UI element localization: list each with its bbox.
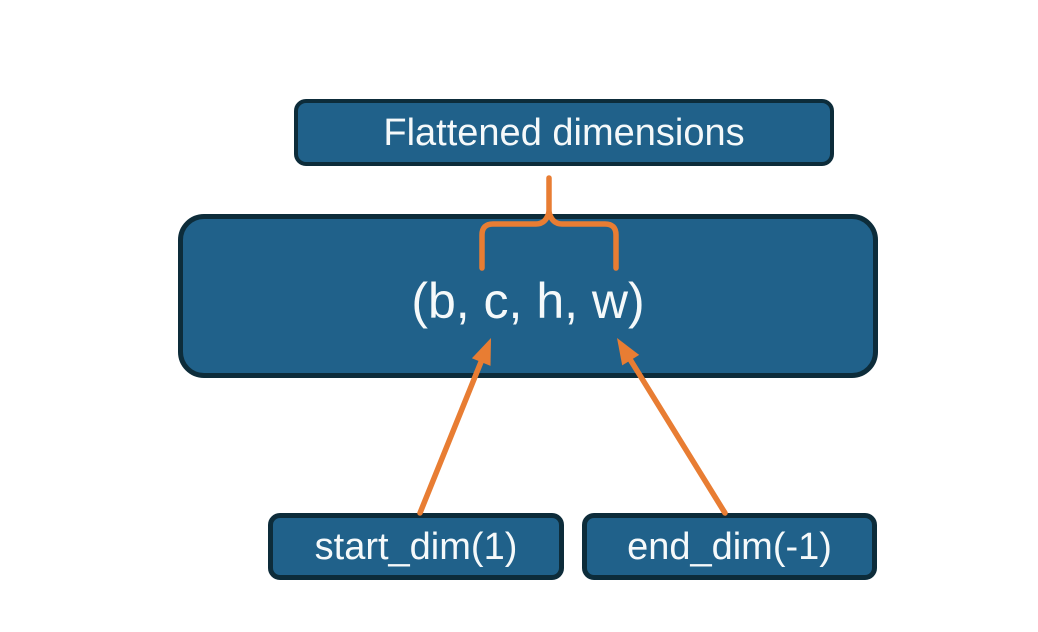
start-dim-label: start_dim(1) bbox=[314, 525, 518, 568]
end-dim-arrow bbox=[625, 353, 728, 516]
start-dim-box: start_dim(1) bbox=[268, 513, 564, 580]
start-dim-arrow bbox=[417, 354, 486, 516]
tensor-shape-box: (b, c, h, w) bbox=[178, 214, 878, 378]
flattened-dimensions-label: Flattened dimensions bbox=[383, 111, 745, 154]
flattened-dimensions-box: Flattened dimensions bbox=[294, 99, 834, 166]
end-dim-label: end_dim(-1) bbox=[627, 525, 832, 568]
end-dim-box: end_dim(-1) bbox=[582, 513, 877, 580]
tensor-shape-label: (b, c, h, w) bbox=[411, 273, 645, 329]
